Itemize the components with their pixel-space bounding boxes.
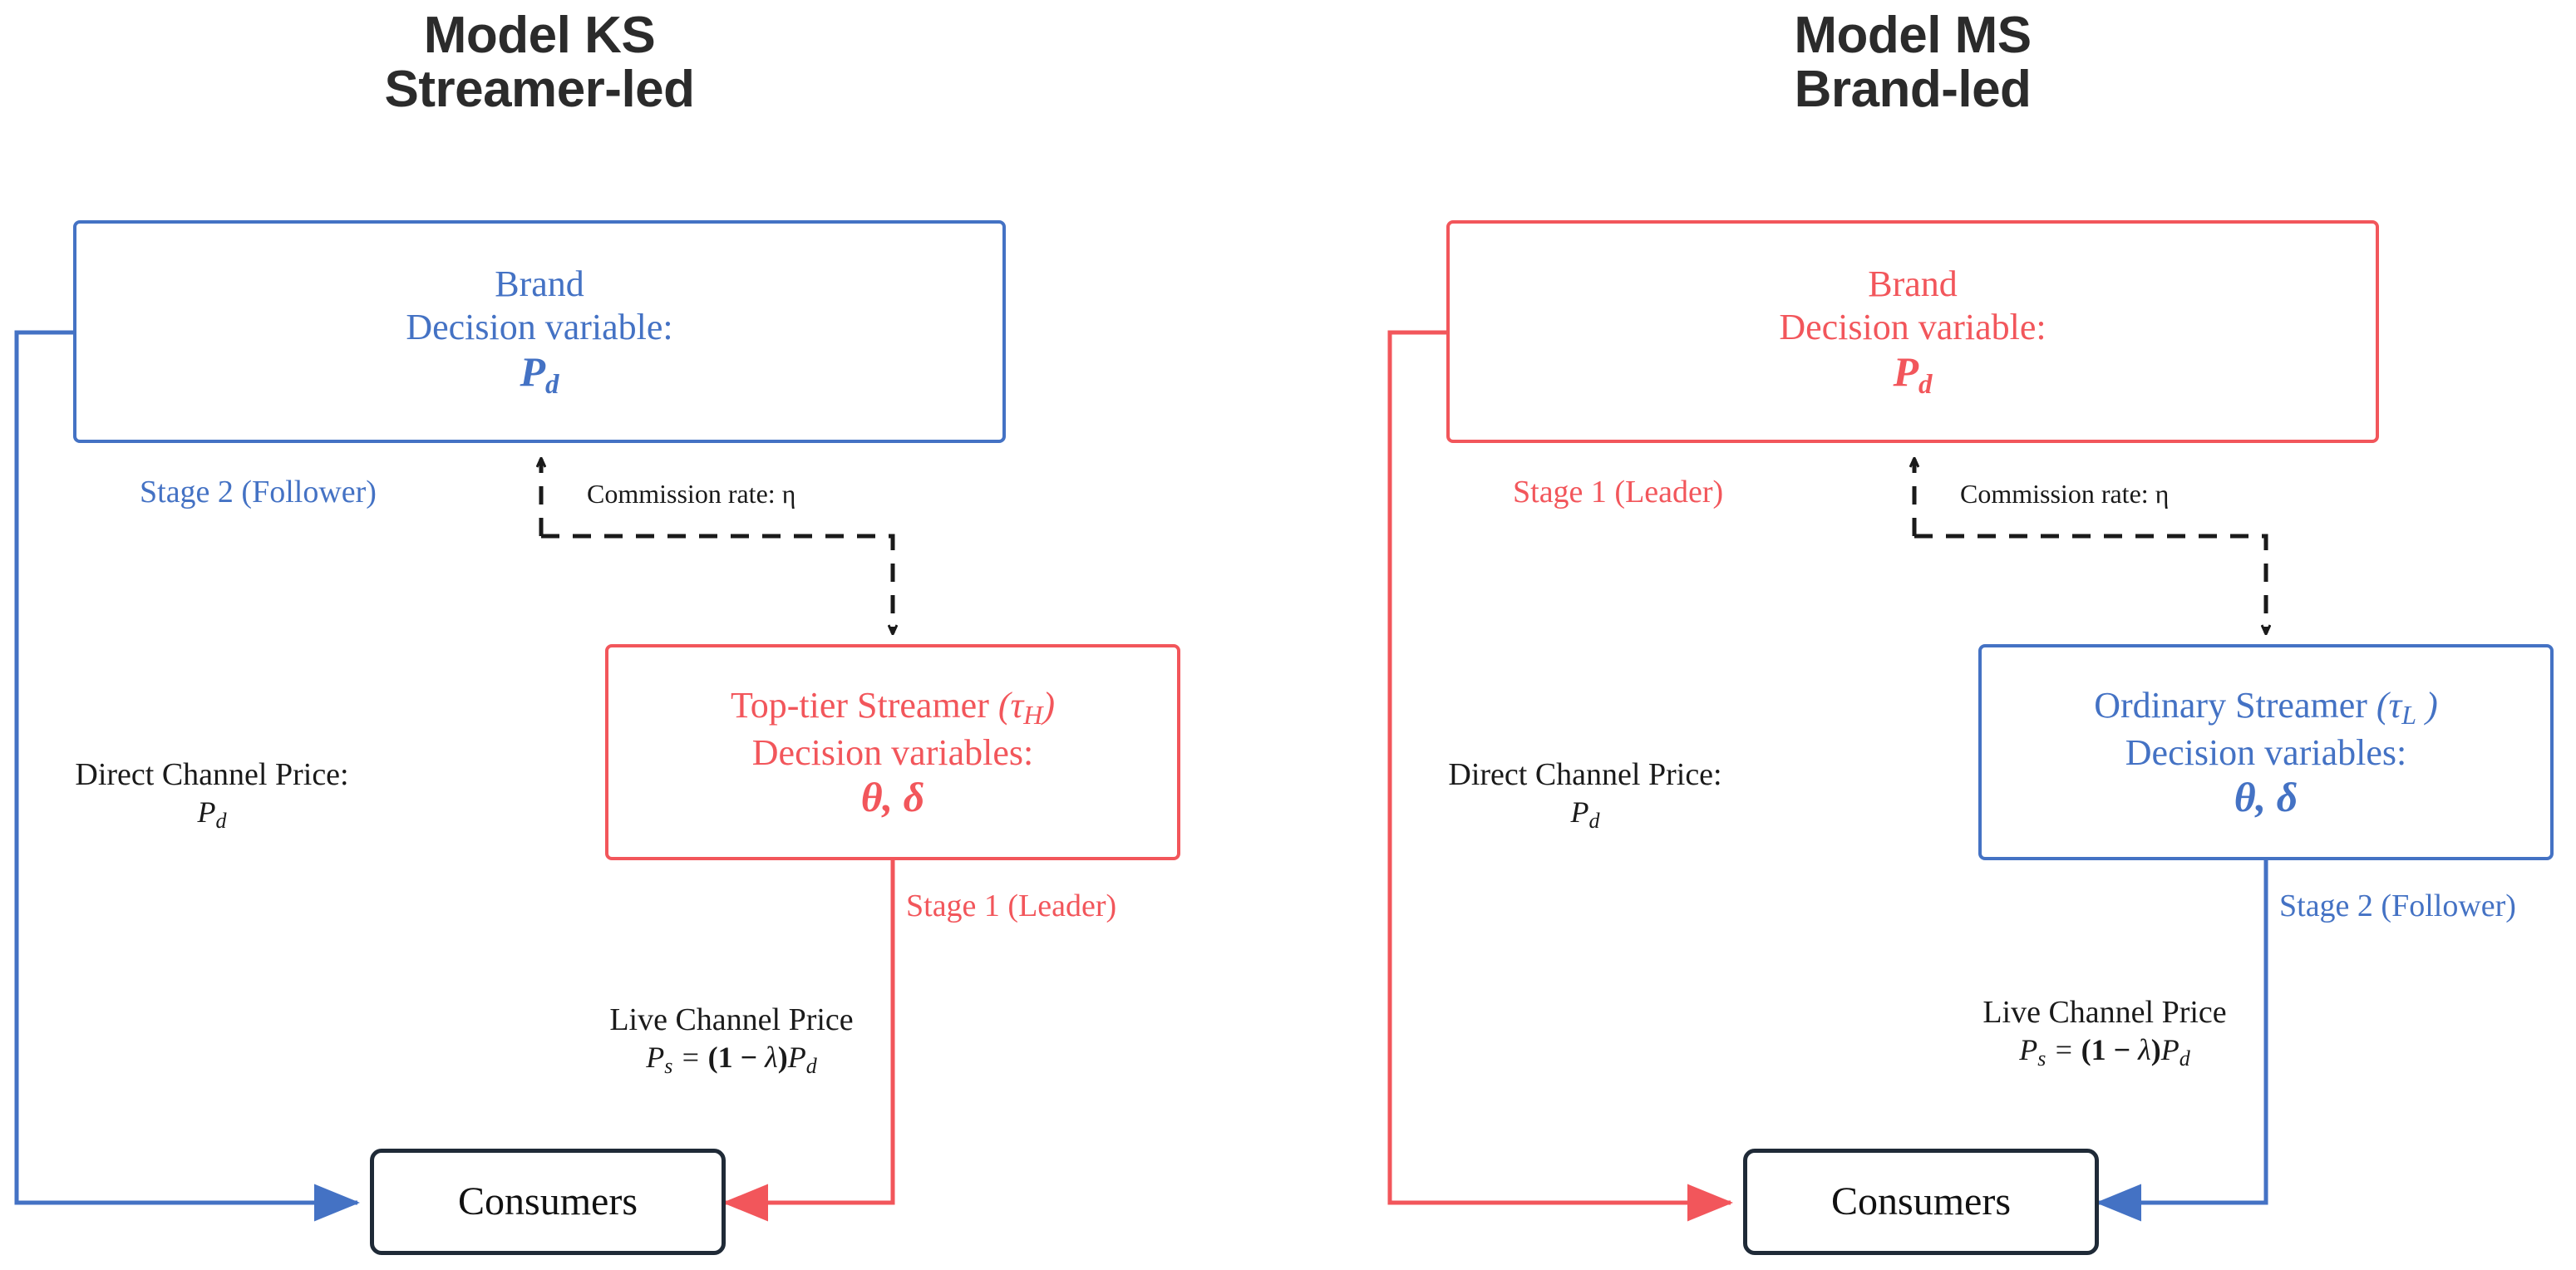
ms-streamer-tau-base: τ bbox=[2388, 685, 2402, 726]
ms-brand-variable-base: P bbox=[1893, 348, 1919, 396]
ks-direct-channel-price-value: Pd bbox=[33, 795, 391, 834]
panel-title-line1: Model KS bbox=[423, 7, 656, 64]
ks-streamer-tau-sub: H bbox=[1023, 700, 1043, 731]
ks-brand-variable: Pd bbox=[520, 349, 559, 401]
ks-streamer-decision-label: Decision variables: bbox=[751, 731, 1034, 773]
ks-streamer-name: Top-tier Streamer bbox=[730, 685, 989, 726]
ms-brand-decision-label: Decision variable: bbox=[1779, 307, 2047, 348]
ks-consumers-box[interactable]: Consumers bbox=[370, 1149, 726, 1255]
ks-commission-rate-label: Commission rate: η bbox=[587, 479, 796, 509]
ks-direct-price-sub: d bbox=[215, 808, 227, 833]
panel-title-model-ks: Model KS Streamer-led bbox=[73, 8, 1006, 116]
ms-direct-price-sub: d bbox=[1588, 808, 1600, 833]
ms-brand-variable: Pd bbox=[1893, 349, 1932, 401]
ms-streamer-box[interactable]: Ordinary Streamer (τL ) Decision variabl… bbox=[1978, 644, 2554, 860]
ms-commission-rate-label: Commission rate: η bbox=[1960, 479, 2170, 509]
ks-stage-brand-label: Stage 2 (Follower) bbox=[140, 475, 377, 509]
panel-title-line2: Streamer-led bbox=[384, 61, 695, 119]
ms-direct-channel-price: Direct Channel Price: Pd bbox=[1406, 756, 1764, 834]
ms-brand-label: Brand bbox=[1868, 263, 1958, 305]
ks-brand-variable-base: P bbox=[520, 348, 546, 396]
ks-direct-channel-price-label: Direct Channel Price: bbox=[75, 757, 349, 792]
ms-live-channel-price-formula: Ps = (1 − λ)Pd bbox=[2019, 1032, 2190, 1071]
ms-direct-channel-price-value: Pd bbox=[1406, 795, 1764, 834]
ks-streamer-tau-base: τ bbox=[1010, 685, 1024, 726]
ms-streamer-variables: θ, δ bbox=[2234, 773, 2298, 820]
ks-brand-box[interactable]: Brand Decision variable: Pd bbox=[73, 220, 1006, 443]
ks-direct-channel-price: Direct Channel Price: Pd bbox=[33, 756, 391, 834]
ms-streamer-tau: (τL ) bbox=[2367, 685, 2438, 731]
ks-live-channel-price-label: Live Channel Price bbox=[609, 1002, 854, 1037]
ks-stage-streamer-label: Stage 1 (Leader) bbox=[906, 889, 1117, 923]
ms-streamer-name: Ordinary Streamer bbox=[2094, 685, 2367, 726]
ms-consumers-label: Consumers bbox=[1831, 1179, 2011, 1223]
panel-title-ms-line1: Model MS bbox=[1794, 7, 2032, 64]
ms-live-channel-price: Live Channel Price Ps = (1 − λ)Pd bbox=[1955, 994, 2254, 1071]
ks-brand-label: Brand bbox=[495, 263, 584, 305]
ms-stage-streamer-label: Stage 2 (Follower) bbox=[2279, 889, 2516, 923]
ks-streamer-box[interactable]: Top-tier Streamer (τH) Decision variable… bbox=[605, 644, 1180, 860]
ms-stage-brand-label: Stage 1 (Leader) bbox=[1513, 475, 1724, 509]
ks-streamer-name-line: Top-tier Streamer (τH) bbox=[731, 684, 1055, 731]
ms-streamer-name-line: Ordinary Streamer (τL ) bbox=[2094, 684, 2438, 731]
ms-consumers-box[interactable]: Consumers bbox=[1743, 1149, 2099, 1255]
panel-title-ms-line2: Brand-led bbox=[1794, 61, 2032, 119]
ks-brand-decision-label: Decision variable: bbox=[406, 307, 673, 348]
ks-live-channel-price: Live Channel Price Ps = (1 − λ)Pd bbox=[582, 1002, 881, 1079]
ms-direct-price-base: P bbox=[1570, 795, 1589, 829]
ms-brand-box[interactable]: Brand Decision variable: Pd bbox=[1446, 220, 2379, 443]
ms-live-channel-price-label: Live Channel Price bbox=[1982, 995, 2227, 1030]
ks-live-channel-price-formula: Ps = (1 − λ)Pd bbox=[646, 1040, 817, 1078]
ks-direct-price-base: P bbox=[197, 795, 216, 829]
ks-consumers-label: Consumers bbox=[458, 1179, 638, 1223]
panel-title-model-ms: Model MS Brand-led bbox=[1446, 8, 2379, 116]
ms-brand-variable-sub: d bbox=[1918, 370, 1933, 401]
ks-streamer-variables: θ, δ bbox=[860, 773, 925, 820]
ms-streamer-decision-label: Decision variables: bbox=[2125, 731, 2407, 773]
ks-streamer-tau: (τH) bbox=[988, 685, 1056, 731]
ms-streamer-tau-sub: L bbox=[2401, 700, 2417, 731]
ms-direct-channel-price-label: Direct Channel Price: bbox=[1448, 757, 1722, 792]
ks-brand-variable-sub: d bbox=[545, 370, 559, 401]
